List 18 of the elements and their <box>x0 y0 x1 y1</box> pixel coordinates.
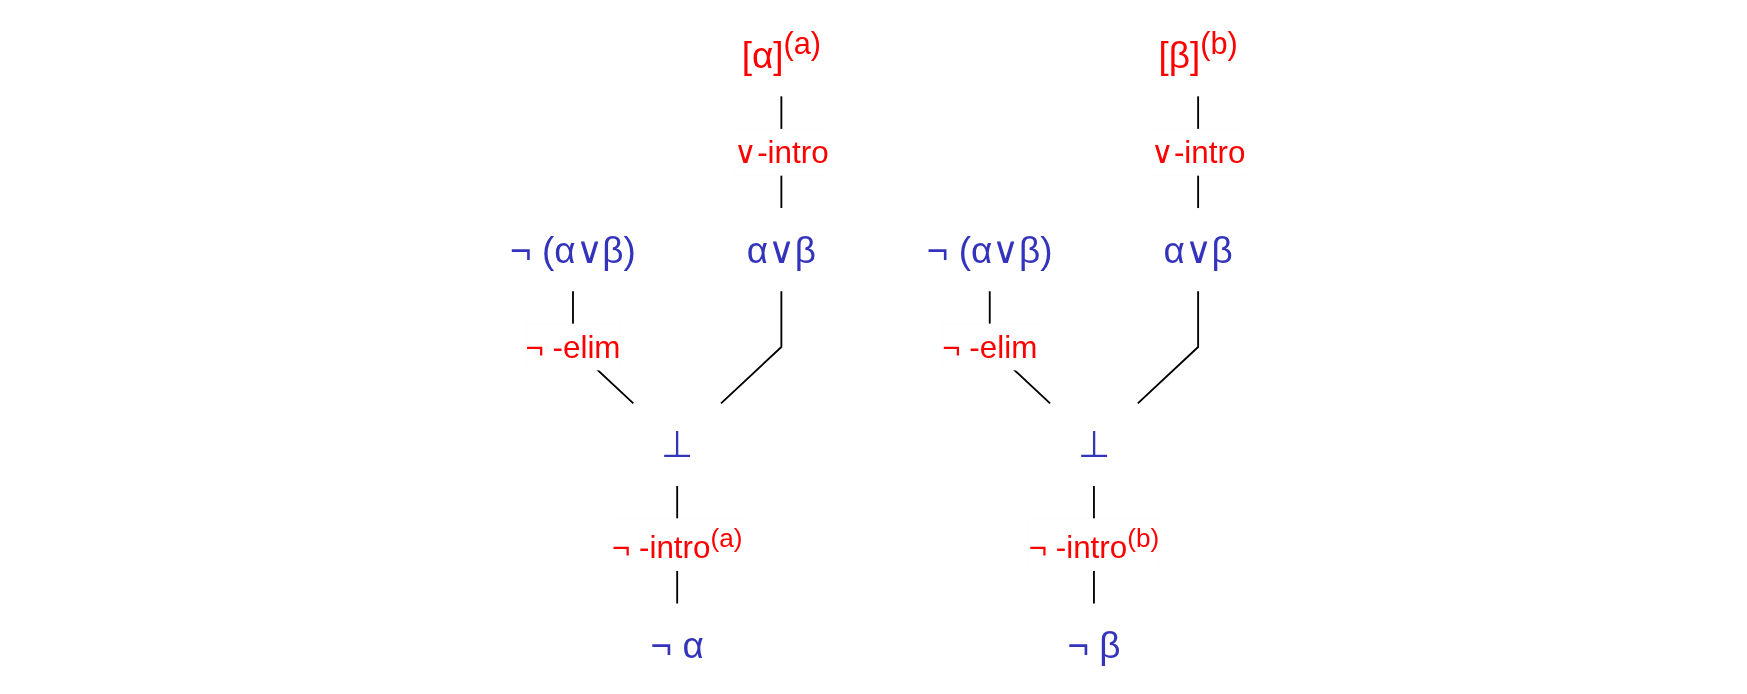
node-text: [β]$^{(b)}$ <box>1157 26 1238 76</box>
connector <box>1136 290 1199 405</box>
edge-label: ¬ -elim <box>941 328 1037 365</box>
edge-label: ¬ -intro$^{(b)}$ <box>1028 522 1159 565</box>
edge-label: ∨-intro <box>733 134 829 170</box>
node-text: α∨β <box>1162 229 1233 270</box>
node-text: ⊥ <box>660 424 693 465</box>
node-text: ¬ (α∨β) <box>509 229 636 270</box>
edge-label: ¬ -intro$^{(a)}$ <box>611 522 742 565</box>
node-text: ⊥ <box>1077 424 1110 465</box>
node-text: α∨β <box>746 229 816 270</box>
node-text: ¬ α <box>650 624 704 666</box>
node-text: ¬ (α∨β) <box>926 229 1053 270</box>
edge-label: ∨-intro <box>1150 134 1245 170</box>
node-text: ¬ β <box>1066 624 1121 666</box>
node-text: [α]$^{(a)}$ <box>741 26 821 76</box>
connector <box>719 290 782 405</box>
edge-label: ¬ -elim <box>525 328 621 365</box>
